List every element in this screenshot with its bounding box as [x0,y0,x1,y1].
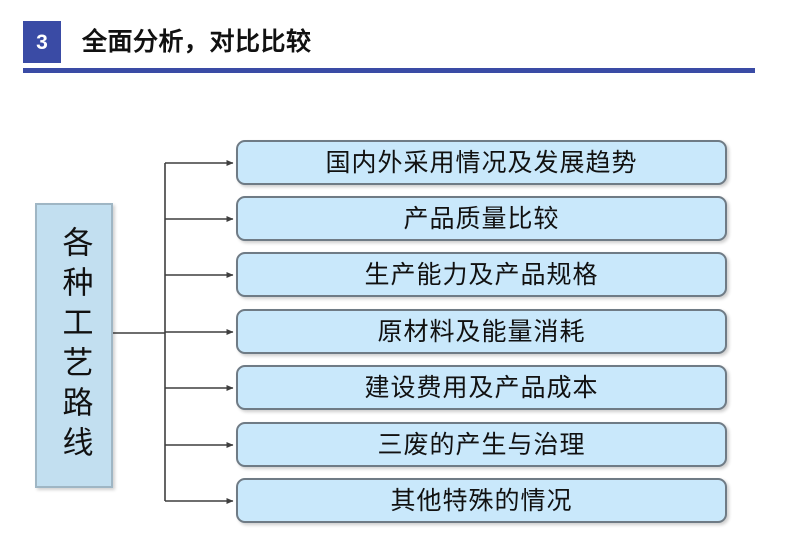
page-title: 全面分析，对比比较 [82,27,312,56]
diagram-branch-node-3[interactable]: 生产能力及产品规格 [236,252,727,297]
diagram-branch-label-1: 国内外采用情况及发展趋势 [325,148,638,177]
header-divider-rule [23,68,755,73]
diagram-branch-node-6[interactable]: 三废的产生与治理 [236,422,727,467]
diagram-branch-node-4[interactable]: 原材料及能量消耗 [236,309,727,354]
diagram-branch-label-6: 三废的产生与治理 [377,430,586,459]
diagram-branch-node-1[interactable]: 国内外采用情况及发展趋势 [236,140,727,185]
diagram-branch-node-5[interactable]: 建设费用及产品成本 [236,365,727,410]
section-number-badge: 3 [23,21,61,63]
diagram-branch-node-7[interactable]: 其他特殊的情况 [236,478,727,523]
diagram-branch-label-3: 生产能力及产品规格 [364,260,599,289]
slide-header: 3 全面分析，对比比较 [0,0,792,78]
diagram-root-node[interactable]: 各种工艺路线 [35,203,113,488]
section-number-text: 3 [36,30,48,54]
diagram-branch-label-7: 其他特殊的情况 [390,486,573,515]
diagram-branch-label-2: 产品质量比较 [403,204,560,233]
diagram-root-label: 各种工艺路线 [56,225,93,466]
diagram-branch-label-4: 原材料及能量消耗 [377,317,586,346]
diagram-branch-label-5: 建设费用及产品成本 [364,373,599,402]
diagram-branch-node-2[interactable]: 产品质量比较 [236,196,727,241]
